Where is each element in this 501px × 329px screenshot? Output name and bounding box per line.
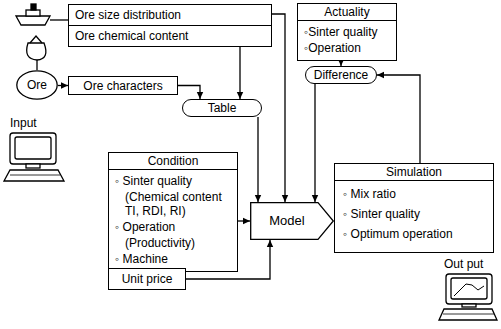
arrowhead [267, 240, 273, 247]
monitor [446, 274, 492, 304]
actuality-box: Actuality ◦Sinter quality◦Operation [297, 3, 397, 61]
monitor-stand [26, 164, 40, 168]
box-heading: Actuality [298, 4, 396, 21]
connector-arrow [178, 86, 203, 100]
bag-tie [30, 36, 42, 43]
connector-line [272, 14, 285, 202]
icon-label: Input [10, 116, 37, 130]
arrowhead [282, 195, 288, 202]
ship-cabin [26, 10, 40, 16]
connector-line [257, 117, 258, 202]
connector-arrow [237, 47, 243, 99]
arrowhead [61, 82, 68, 88]
list-item: (Chemical content TI, RDI, RI) [109, 189, 237, 219]
node-text: Unit price [122, 272, 173, 286]
monitor-stand [462, 304, 476, 307]
node-text: Ore size distribution [69, 5, 271, 26]
icon-label: Out put [444, 257, 483, 271]
node-text: Ore [27, 78, 47, 92]
monitor [10, 133, 56, 164]
connector-arrow [58, 82, 68, 88]
keyboard [439, 309, 497, 320]
connector-arrow [238, 218, 250, 224]
input-computer-icon [4, 133, 64, 181]
arrowhead [197, 92, 203, 99]
feed-line [50, 19, 68, 20]
outline [17, 71, 57, 99]
keyboard-row [443, 314, 494, 315]
list-item: (Productivity) [109, 235, 237, 251]
node-text: Difference [314, 68, 368, 82]
box-heading: Simulation [335, 164, 493, 181]
ship-stack [31, 4, 36, 10]
connector-line [178, 86, 200, 100]
screen-curve [454, 284, 484, 296]
node-text: Table [208, 101, 237, 115]
output-computer-icon [439, 274, 497, 320]
connector-arrow [377, 72, 420, 163]
list-item: ◦ Mix ratio [335, 184, 493, 204]
arrowhead [243, 218, 250, 224]
outline [251, 203, 334, 240]
source-box: Ore size distributionOre chemical conten… [68, 4, 272, 47]
connector-arrow [255, 117, 261, 202]
arrowhead [377, 72, 384, 78]
list-item: ◦Sinter quality [298, 24, 396, 40]
ship-icon [16, 4, 50, 25]
list-item: ◦ Machine [109, 251, 237, 267]
arrowhead [237, 92, 243, 99]
bag-body [27, 43, 46, 60]
table-pill: Table [182, 99, 262, 117]
list-item: ◦Operation [298, 40, 396, 56]
simulation-box: Simulation ◦ Mix ratio◦ Sinter quality◦ O… [334, 163, 494, 253]
condition-box: Condition ◦ Sinter quality(Chemical conte… [108, 152, 238, 272]
connector-arrow [312, 84, 318, 202]
price-box: Unit price [108, 268, 186, 290]
difference-pill: Difference [305, 66, 377, 84]
ship-hull [16, 16, 50, 25]
model-arrow: Model [250, 202, 334, 240]
screen [451, 278, 487, 299]
feed-line [36, 60, 37, 70]
node-text: Model [269, 214, 304, 228]
ore-circle: Ore [16, 70, 58, 100]
connector-line [377, 75, 420, 163]
arrowhead [312, 195, 318, 202]
keyboard [4, 170, 64, 181]
connector-line [314, 84, 315, 202]
process-box: Ore characters [68, 76, 178, 95]
keyboard-row [10, 175, 60, 176]
list-item: ◦ Sinter quality [109, 173, 237, 189]
node-text: Ore chemical content [69, 26, 271, 46]
list-item: ◦ Optimum operation [335, 224, 493, 244]
connector-arrow [272, 14, 288, 202]
list-item: ◦ Sinter quality [335, 204, 493, 224]
bag-icon [27, 36, 46, 60]
node-text: Ore characters [83, 79, 162, 93]
screen [15, 137, 51, 159]
list-item: ◦ Operation [109, 219, 237, 235]
arrowhead [255, 195, 261, 202]
box-heading: Condition [109, 153, 237, 170]
connector-line [239, 47, 240, 99]
